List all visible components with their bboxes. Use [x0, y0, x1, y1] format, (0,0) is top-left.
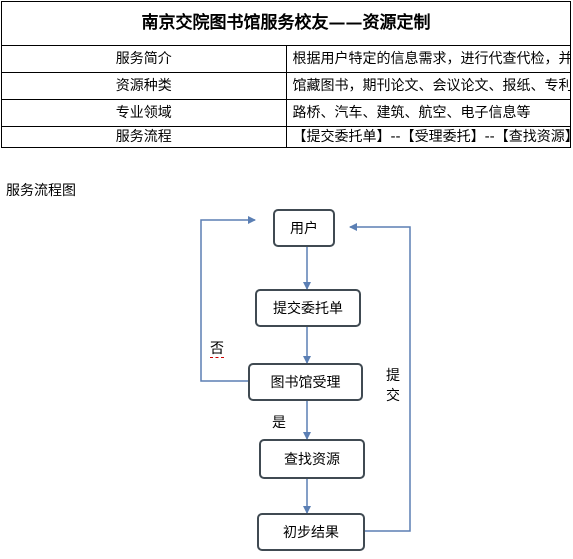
- table-title: 南京交院图书馆服务校友——资源定制: [1, 1, 571, 46]
- label-yes: 是: [272, 415, 286, 431]
- row-value-resource-types: 馆藏图书，期刊论文、会议论文、报纸、专利、标准等: [285, 72, 571, 100]
- flow-node-submit-request: 提交委托单: [255, 289, 361, 327]
- flow-node-library-accept: 图书馆受理: [248, 363, 363, 401]
- arrow-no-loop: [200, 216, 256, 382]
- arrow-submit-loop: [349, 223, 411, 532]
- table-row: 服务简介 根据用户特定的信息需求，进行代查代检，并提供资源。: [1, 45, 571, 73]
- row-value-process: 【提交委托单】--【受理委托】--【查找资源】--【提交资源】: [285, 126, 571, 148]
- table-row: 专业领域 路桥、汽车、建筑、航空、电子信息等: [1, 99, 571, 127]
- label-no: 否: [210, 341, 224, 358]
- table-row: 服务流程 【提交委托单】--【受理委托】--【查找资源】--【提交资源】: [1, 126, 571, 148]
- flow-caption: 服务流程图: [6, 183, 76, 199]
- flow-node-user: 用户: [273, 209, 335, 247]
- table-title-row: 南京交院图书馆服务校友——资源定制: [1, 1, 571, 46]
- table-row: 资源种类 馆藏图书，期刊论文、会议论文、报纸、专利、标准等: [1, 72, 571, 100]
- row-label-process: 服务流程: [1, 126, 287, 148]
- flow-node-search-resources: 查找资源: [259, 439, 365, 479]
- row-value-fields: 路桥、汽车、建筑、航空、电子信息等: [285, 99, 571, 127]
- row-label-resource-types: 资源种类: [1, 72, 287, 100]
- service-table: 南京交院图书馆服务校友——资源定制 服务简介 根据用户特定的信息需求，进行代查代…: [1, 1, 571, 148]
- label-submit: 提交: [386, 368, 400, 404]
- row-label-intro: 服务简介: [1, 45, 287, 73]
- flow-node-initial-result: 初步结果: [257, 513, 365, 551]
